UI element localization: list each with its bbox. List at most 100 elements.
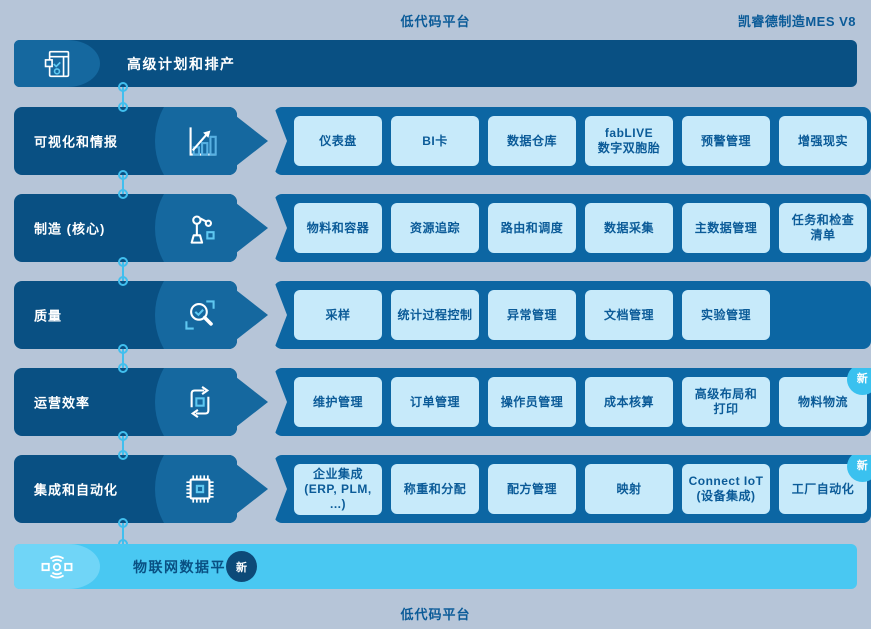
module-card-label: 配方管理 — [506, 481, 557, 496]
module-card-label: 操作员管理 — [500, 394, 564, 409]
connector-dot — [118, 102, 128, 112]
category-row-4: 运营效率维护管理订单管理操作员管理成本核算高级布局和 打印物料物流新 — [14, 368, 871, 436]
module-card-label: 仪表盘 — [319, 133, 357, 148]
connector-link — [118, 344, 128, 373]
module-card-label: 主数据管理 — [694, 220, 758, 235]
iot-data-platform-banner: 物联网数据平台 新 — [14, 544, 857, 589]
connector-dot — [118, 344, 128, 354]
module-card-label: 物料物流 — [797, 394, 848, 409]
module-card: 订单管理 — [391, 377, 479, 427]
category-arrow — [236, 116, 268, 166]
cycle-loop-icon — [177, 379, 223, 425]
module-card: 文档管理 — [585, 290, 673, 340]
robot-arm-icon — [177, 205, 223, 251]
connector-dot — [118, 170, 128, 180]
top-platform-label: 低代码平台 — [400, 14, 471, 29]
module-card-label: 维护管理 — [312, 394, 363, 409]
category-arrow — [236, 203, 268, 253]
module-group: 物料和容器 资源追踪 路由和调度 数据采集 主数据管理 任务和检查 清单 — [274, 194, 871, 262]
module-card-label: 数据仓库 — [506, 133, 557, 148]
module-card-label: fabLIVE 数字双胞胎 — [597, 126, 661, 155]
module-card-label: 增强现实 — [797, 133, 848, 148]
category-label: 质量 — [34, 308, 63, 324]
connector-link — [118, 431, 128, 460]
bottom-platform-label: 低代码平台 — [400, 607, 471, 622]
connector-dot — [118, 82, 128, 92]
connector-line — [122, 262, 124, 281]
new-badge: 新 — [847, 455, 871, 482]
category-label-block: 集成和自动化 — [14, 455, 237, 523]
product-title: 凯睿德制造MES V8 — [737, 14, 856, 29]
connector-line — [122, 523, 124, 544]
planning-window-icon — [14, 40, 100, 87]
module-card: 实验管理 — [682, 290, 770, 340]
module-card: 物料和容器 — [294, 203, 382, 253]
module-card-label: 数据采集 — [603, 220, 654, 235]
module-card-label: 采样 — [325, 307, 351, 322]
category-label: 集成和自动化 — [34, 482, 119, 498]
connector-line — [122, 87, 124, 107]
new-badge: 新 — [847, 368, 871, 395]
module-group: 维护管理订单管理操作员管理成本核算高级布局和 打印物料物流新 — [274, 368, 871, 436]
category-row-3: 质量采样统计过程控制异常管理文档管理实验管理 — [14, 281, 871, 349]
module-card: 工厂自动化新 — [779, 455, 871, 514]
module-card-label: 订单管理 — [409, 394, 460, 409]
connector-dot — [118, 276, 128, 286]
module-card: fabLIVE 数字双胞胎 — [585, 116, 673, 166]
connector-line — [122, 175, 124, 194]
module-card: 任务和检查 清单 — [779, 203, 867, 253]
iot-signal-icon — [14, 544, 100, 589]
module-card-label: 企业集成 (ERP, PLM, ...) — [304, 466, 372, 511]
category-label-block: 制造 (核心) — [14, 194, 237, 262]
iot-platform-label: 物联网数据平台 — [133, 558, 242, 575]
module-card: 企业集成 (ERP, PLM, ...) — [294, 463, 382, 515]
category-icon-circle — [155, 281, 237, 349]
module-card-label: Connect IoT (设备集成) — [688, 474, 764, 503]
module-card-label: 高级布局和 打印 — [694, 387, 758, 416]
module-card-label: 资源追踪 — [409, 220, 460, 235]
connector-line — [122, 436, 124, 455]
category-arrow — [236, 464, 268, 514]
connector-link — [118, 257, 128, 286]
connector-dot — [118, 363, 128, 373]
connector-dot — [118, 431, 128, 441]
magnifier-check-icon — [177, 292, 223, 338]
module-card: 映射 — [585, 464, 673, 514]
module-card: 维护管理 — [294, 377, 382, 427]
connector-link — [118, 170, 128, 199]
new-badge: 新 — [226, 551, 257, 582]
connector-link — [118, 82, 128, 112]
category-label: 制造 (核心) — [34, 221, 106, 237]
module-card-label: 任务和检查 清单 — [791, 213, 855, 242]
module-card: 成本核算 — [585, 377, 673, 427]
module-card-label: 映射 — [616, 481, 642, 496]
connector-dot — [118, 189, 128, 199]
category-label: 运营效率 — [34, 395, 91, 411]
category-label-block: 运营效率 — [14, 368, 237, 436]
connector-dot — [118, 257, 128, 267]
module-card: 采样 — [294, 290, 382, 340]
connector-dot — [118, 518, 128, 528]
module-card: 路由和调度 — [488, 203, 576, 253]
module-card-label: 成本核算 — [603, 394, 654, 409]
module-card: 统计过程控制 — [391, 290, 479, 340]
module-card: 主数据管理 — [682, 203, 770, 253]
chip-icon — [177, 466, 223, 512]
module-group: 采样统计过程控制异常管理文档管理实验管理 — [274, 281, 871, 349]
module-group: 仪表盘 BI卡 数据仓库 fabLIVE 数字双胞胎 预警管理 增强现实 — [274, 107, 871, 175]
module-card-label: 实验管理 — [700, 307, 751, 322]
module-card-label: BI卡 — [422, 133, 448, 148]
module-card: BI卡 — [391, 116, 479, 166]
category-arrow — [236, 377, 268, 427]
module-card-label: 预警管理 — [700, 133, 751, 148]
module-card: 资源追踪 — [391, 203, 479, 253]
advanced-planning-banner: 高级计划和排产 — [14, 40, 857, 87]
advanced-planning-label: 高级计划和排产 — [127, 55, 236, 72]
module-card: 物料物流新 — [779, 368, 871, 427]
module-card-label: 统计过程控制 — [397, 307, 473, 322]
module-card: 操作员管理 — [488, 377, 576, 427]
module-card-label: 文档管理 — [603, 307, 654, 322]
